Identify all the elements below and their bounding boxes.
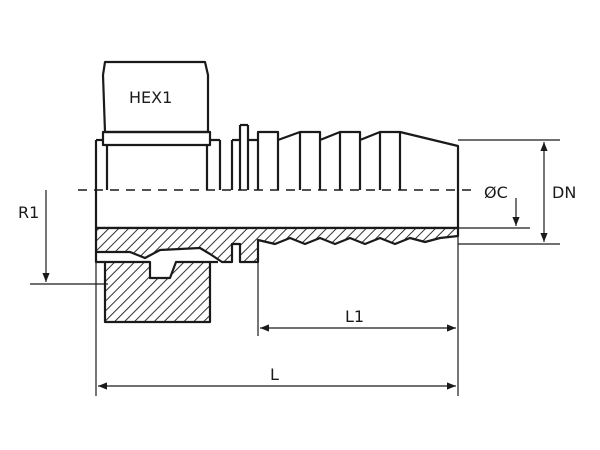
sectioned-nut [94,252,218,324]
hex-nut [101,60,212,190]
dimension-l: L [95,252,459,396]
dimension-dn: DN [458,139,576,245]
nipple-body [94,123,460,230]
label-dn: DN [552,183,576,202]
label-l: L [270,365,279,384]
dimension-l1: L1 [257,236,459,336]
label-r1: R1 [18,203,39,222]
label-l1: L1 [345,307,364,326]
dimension-r1: R1 [18,190,108,285]
label-bore: ØC [484,183,508,202]
label-hex: HEX1 [129,88,172,107]
sectioned-wall [94,226,460,264]
dimension-bore: ØC [458,183,530,229]
